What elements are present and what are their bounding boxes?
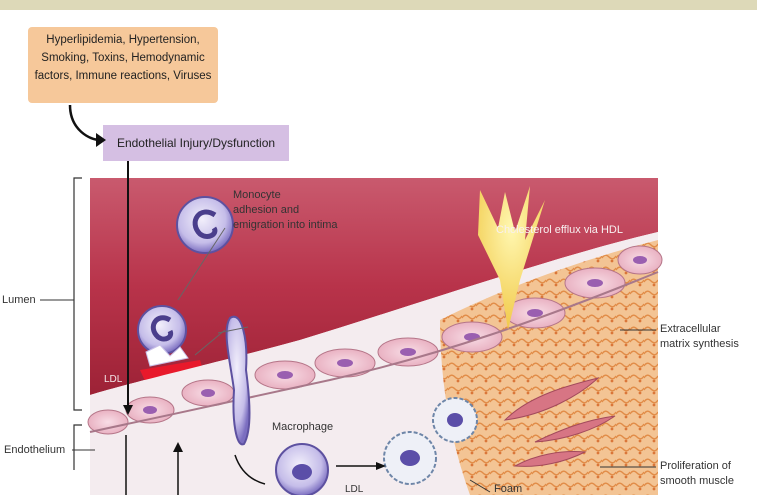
monocyte-line-3: emigration into intima — [233, 218, 338, 233]
monocyte-cell — [177, 197, 233, 253]
monocyte-label: Monocyte adhesion and emigration into in… — [233, 188, 338, 233]
endothelium-label: Endothelium — [4, 443, 65, 458]
endothelium-bracket — [74, 425, 82, 470]
macrophage-label: Macrophage — [272, 420, 333, 435]
lumen-label: Lumen — [2, 293, 36, 308]
lumen-bracket — [74, 178, 82, 410]
risk-to-injury-arrow — [70, 105, 100, 140]
ldl-label: LDL — [104, 372, 122, 387]
extracellular-line-1: Extracellular — [660, 322, 739, 337]
proliferation-line-1: Proliferation of — [660, 459, 734, 474]
proliferation-line-2: smooth muscle — [660, 474, 734, 489]
extracellular-line-2: matrix synthesis — [660, 337, 739, 352]
monocyte-line-2: adhesion and — [233, 203, 338, 218]
extracellular-label: Extracellular matrix synthesis — [660, 322, 739, 352]
cholesterol-efflux-label: Cholesterol efflux via HDL — [496, 223, 623, 238]
monocyte-line-1: Monocyte — [233, 188, 338, 203]
macrophage-cell — [276, 444, 328, 495]
proliferation-label: Proliferation of smooth muscle — [660, 459, 734, 489]
